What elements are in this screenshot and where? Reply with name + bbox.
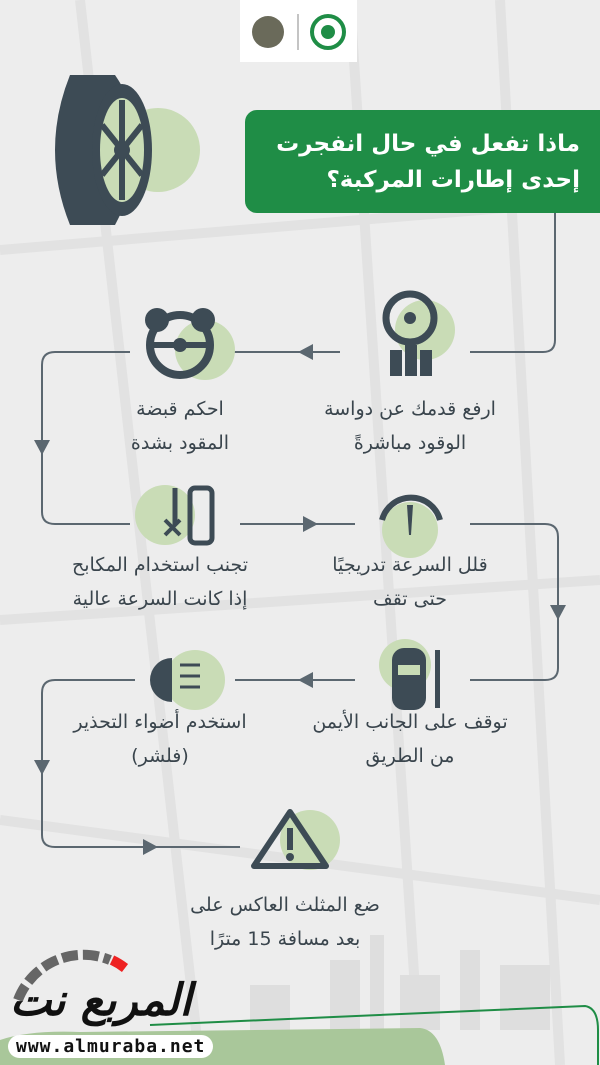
step-2: احكم قبضة المقود بشدة <box>60 392 300 460</box>
steering-pedals-icon <box>382 290 455 376</box>
warning-triangle-icon <box>251 809 340 870</box>
page-title: ماذا تفعل في حال انفجرت إحدى إطارات المر… <box>245 110 600 213</box>
arrow-left <box>298 344 313 360</box>
step-6: استخدم أضواء التحذير (فلشر) <box>40 705 280 773</box>
brand-name: المربع نت <box>10 975 192 1026</box>
step-text: الوقود مباشرةً <box>353 432 467 454</box>
brand-url: www.almuraba.net <box>8 1035 214 1058</box>
ministry-logo <box>310 14 346 50</box>
tire-icon <box>55 75 200 225</box>
traffic-directorate-logo <box>252 16 284 48</box>
step-7: ضع المثلث العاكس على بعد مسافة 15 مترًا <box>165 888 405 956</box>
step-text: تجنب استخدام المكابح <box>71 554 249 576</box>
speedometer-icon <box>379 494 443 558</box>
step-4: قلل السرعة تدريجيًا حتى تقف <box>290 548 530 616</box>
step-5: توقف على الجانب الأيمن من الطريق <box>290 705 530 773</box>
step-text: توقف على الجانب الأيمن <box>312 711 508 733</box>
step-text: ضع المثلث العاكس على <box>190 894 380 916</box>
step-text: بعد مسافة 15 مترًا <box>209 928 361 950</box>
hazard-lights-icon <box>150 650 225 710</box>
step-text: ارفع قدمك عن دواسة <box>324 398 496 420</box>
arrow-right <box>143 839 158 855</box>
step-text: احكم قبضة <box>136 398 224 420</box>
step-text: إذا كانت السرعة عالية <box>72 588 248 610</box>
almuraba-logo <box>13 949 129 1002</box>
step-3: تجنب استخدام المكابح إذا كانت السرعة عالي… <box>40 548 280 616</box>
hands-on-wheel-icon <box>145 308 235 380</box>
car-roadside-icon <box>379 639 440 710</box>
step-text: حتى تقف <box>373 588 447 610</box>
arrow-down <box>34 440 50 455</box>
title-line-1: ماذا تفعل في حال انفجرت <box>276 131 580 157</box>
arrow-down <box>550 605 566 620</box>
step-text: المقود بشدة <box>130 432 230 454</box>
step-text: (فلشر) <box>131 745 189 767</box>
arrow-down <box>34 760 50 775</box>
arrow-left <box>298 672 313 688</box>
title-line-2: إحدى إطارات المركبة؟ <box>326 167 580 193</box>
step-1: ارفع قدمك عن دواسة الوقود مباشرةً <box>290 392 530 460</box>
government-logos <box>240 0 357 62</box>
arrow-right <box>303 516 318 532</box>
step-text: قلل السرعة تدريجيًا <box>332 554 488 576</box>
brake-icon <box>135 485 215 546</box>
step-text: استخدم أضواء التحذير <box>73 711 247 733</box>
step-text: من الطريق <box>365 745 455 767</box>
